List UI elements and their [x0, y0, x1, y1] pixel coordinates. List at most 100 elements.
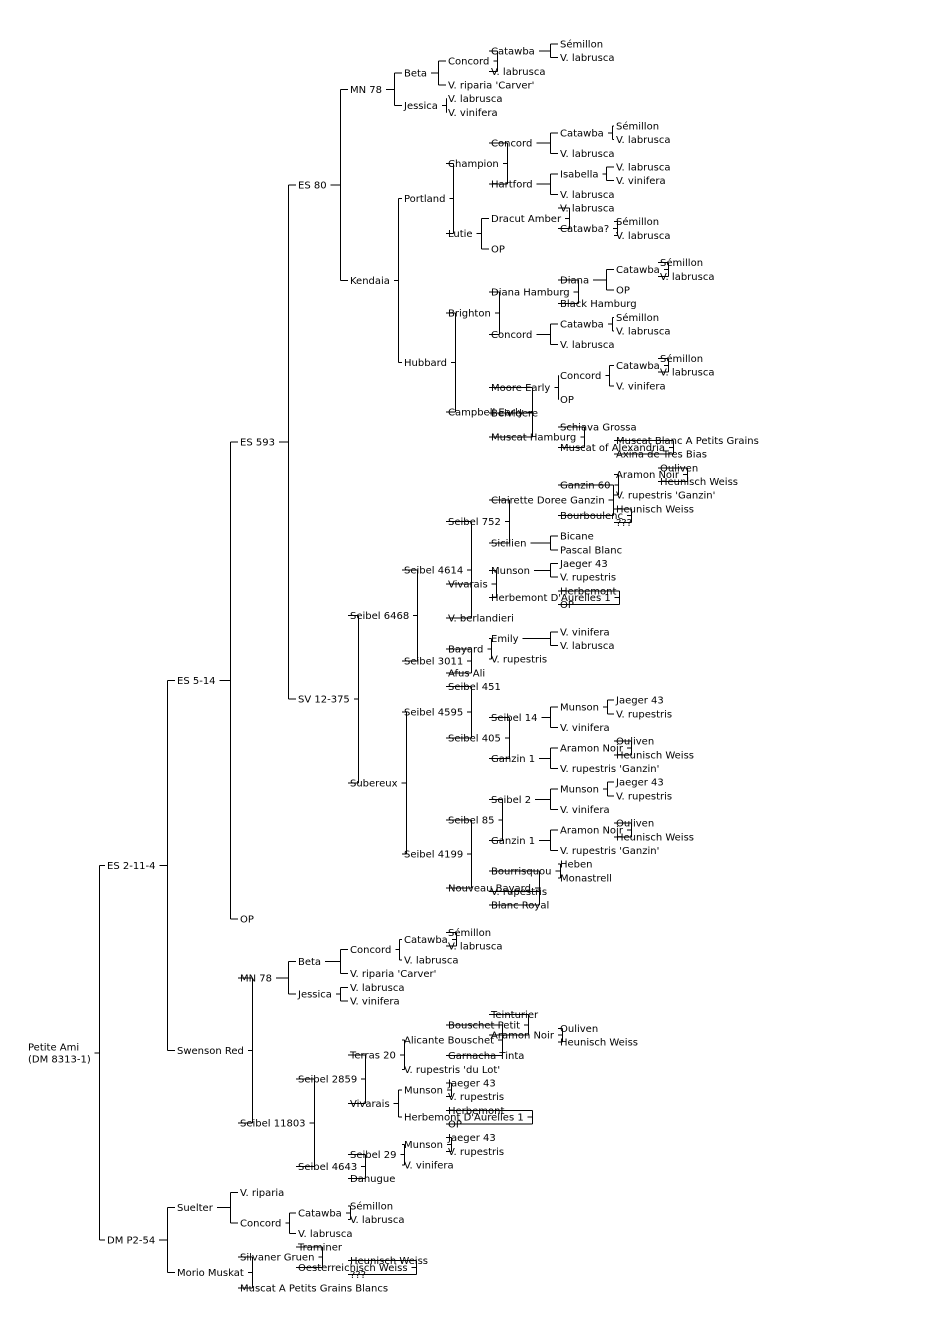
- node-seibel-85: Seibel 85: [448, 815, 494, 826]
- node-op: OP: [616, 286, 630, 297]
- node-v-rupestris-ganzin: V. rupestris 'Ganzin': [560, 846, 659, 857]
- node-seibel-752: Seibel 752: [448, 517, 501, 528]
- node-concord: Concord: [491, 330, 532, 341]
- node-v-labrusca: V. labrusca: [404, 955, 458, 966]
- node-herbemont: Herbemont: [560, 586, 616, 597]
- node-catawba: Catawba: [560, 128, 604, 139]
- node-es-80: ES 80: [298, 181, 327, 192]
- node-morio-muskat: Morio Muskat: [177, 1268, 244, 1279]
- node-sicilien: Sicilien: [491, 539, 526, 550]
- node-ouliven: Ouliven: [616, 819, 654, 830]
- node-herbemont-d-aurelles-1: Herbemont D'Aurelles 1: [404, 1113, 524, 1124]
- node-seibel-2: Seibel 2: [491, 795, 531, 806]
- node-jaeger-43: Jaeger 43: [447, 1133, 496, 1144]
- node-jessica: Jessica: [403, 101, 438, 112]
- node-node: ???: [616, 518, 632, 529]
- node-v-vinifera: V. vinifera: [350, 996, 400, 1007]
- node-vivarais: Vivarais: [448, 580, 488, 591]
- node-seibel-3011: Seibel 3011: [404, 656, 463, 667]
- node-es-2-11-4: ES 2-11-4: [107, 861, 156, 872]
- node-dracut-amber: Dracut Amber: [491, 214, 562, 225]
- node-op: OP: [240, 914, 254, 925]
- node-v-vinifera: V. vinifera: [560, 723, 610, 734]
- node-v-rupestris: V. rupestris: [448, 1092, 504, 1103]
- node-seibel-405: Seibel 405: [448, 733, 501, 744]
- node-bouschet-petit: Bouschet Petit: [448, 1020, 520, 1031]
- node-v-labrusca: V. labrusca: [560, 190, 614, 201]
- node-seibel-4643: Seibel 4643: [298, 1162, 357, 1173]
- node-s-millon: Sémillon: [616, 121, 659, 133]
- node-es-5-14: ES 5-14: [177, 676, 216, 687]
- node-jaeger-43: Jaeger 43: [559, 559, 608, 570]
- node-beta: Beta: [404, 69, 427, 80]
- node-munson: Munson: [404, 1085, 443, 1096]
- node-ganzin-1: Ganzin 1: [491, 836, 535, 847]
- node-dm-p2-54: DM P2-54: [107, 1236, 155, 1247]
- node-axina-de-tres-bias: Axina de Tres Bias: [616, 450, 707, 461]
- connector-lines: [94, 43, 688, 1289]
- node-seibel-2859: Seibel 2859: [298, 1075, 357, 1086]
- node-schiava-grossa: Schiava Grossa: [560, 422, 637, 433]
- node-danugue: Danugue: [350, 1174, 395, 1185]
- node-ouliven: Ouliven: [560, 1024, 598, 1035]
- node-v-rupestris-du-lot: V. rupestris 'du Lot': [404, 1065, 500, 1076]
- node-v-labrusca: V. labrusca: [298, 1229, 352, 1240]
- node-suelter: Suelter: [177, 1203, 214, 1214]
- node-concord: Concord: [240, 1219, 281, 1230]
- node-s-millon: Sémillon: [616, 312, 659, 324]
- node-v-labrusca: V. labrusca: [350, 983, 404, 994]
- node-muscat-a-petits-grains-blancs: Muscat A Petits Grains Blancs: [240, 1284, 388, 1295]
- node-belvidere: Belvidere: [491, 409, 538, 420]
- node-clairette-doree-ganzin: Clairette Doree Ganzin: [491, 496, 605, 507]
- node-brighton: Brighton: [448, 309, 491, 320]
- node-aramon-noir: Aramon Noir: [560, 826, 624, 837]
- node-v-vinifera: V. vinifera: [616, 176, 666, 187]
- node-muscat-blanc-a-petits-grains: Muscat Blanc A Petits Grains: [616, 436, 759, 447]
- node-bourrisquou: Bourrisquou: [491, 867, 552, 878]
- node-jaeger-43: Jaeger 43: [615, 778, 664, 789]
- node-lutie: Lutie: [448, 229, 473, 240]
- node-hartford: Hartford: [491, 180, 533, 191]
- node-v-labrusca: V. labrusca: [560, 53, 614, 64]
- node-v-labrusca: V. labrusca: [560, 641, 614, 652]
- node-emily: Emily: [491, 634, 519, 645]
- node-v-rupestris-ganzin: V. rupestris 'Ganzin': [616, 491, 715, 502]
- node-afus-ali: Afus Ali: [448, 668, 485, 679]
- node-concord: Concord: [491, 139, 532, 150]
- node-garnacha-tinta: Garnacha Tinta: [448, 1051, 524, 1062]
- node-ganzin-60: Ganzin 60: [560, 480, 610, 491]
- node-ganzin-1: Ganzin 1: [491, 754, 535, 765]
- node-v-riparia-carver: V. riparia 'Carver': [448, 81, 534, 92]
- node-aramon-noir: Aramon Noir: [616, 470, 680, 481]
- node-catawba: Catawba: [616, 361, 660, 372]
- node-v-labrusca: V. labrusca: [660, 272, 714, 283]
- node-munson: Munson: [560, 703, 599, 714]
- node-sv-12-375: SV 12-375: [298, 695, 350, 706]
- node-bicane: Bicane: [560, 532, 594, 543]
- node-s-millon: Sémillon: [660, 257, 703, 269]
- node-v-labrusca: V. labrusca: [448, 94, 502, 105]
- node-v-vinifera: V. vinifera: [448, 108, 498, 119]
- node-herbemont: Herbemont: [448, 1106, 504, 1117]
- node-v-labrusca: V. labrusca: [616, 135, 670, 146]
- node-oesterreichisch-weiss: Oesterreichisch Weiss: [298, 1263, 408, 1274]
- node-alicante-bouschet: Alicante Bouschet: [404, 1036, 494, 1047]
- node-herbemont-d-aurelles-1: Herbemont D'Aurelles 1: [491, 593, 611, 604]
- node-heunisch-weiss: Heunisch Weiss: [560, 1037, 638, 1048]
- node-heunisch-weiss: Heunisch Weiss: [616, 504, 694, 515]
- node-blanc-royal: Blanc Royal: [491, 901, 549, 912]
- node-seibel-29: Seibel 29: [350, 1150, 396, 1161]
- node-diana-hamburg: Diana Hamburg: [491, 287, 570, 298]
- node-concord: Concord: [560, 371, 601, 382]
- node-muscat-hamburg: Muscat Hamburg: [491, 433, 576, 444]
- node-munson: Munson: [560, 785, 599, 796]
- node-petite-ami: Petite Ami(DM 8313-1): [28, 1042, 91, 1065]
- node-v-labrusca: V. labrusca: [448, 942, 502, 953]
- node-teinturier: Teinturier: [490, 1010, 539, 1021]
- node-v-labrusca: V. labrusca: [616, 327, 670, 338]
- node-seibel-14: Seibel 14: [491, 713, 537, 724]
- node-v-vinifera: V. vinifera: [560, 805, 610, 816]
- node-labels: Petite Ami(DM 8313-1) ES 2-11-4 ES 5-14 ES …: [28, 39, 759, 1295]
- node-s-millon: Sémillon: [448, 927, 491, 939]
- node-swenson-red: Swenson Red: [177, 1046, 244, 1057]
